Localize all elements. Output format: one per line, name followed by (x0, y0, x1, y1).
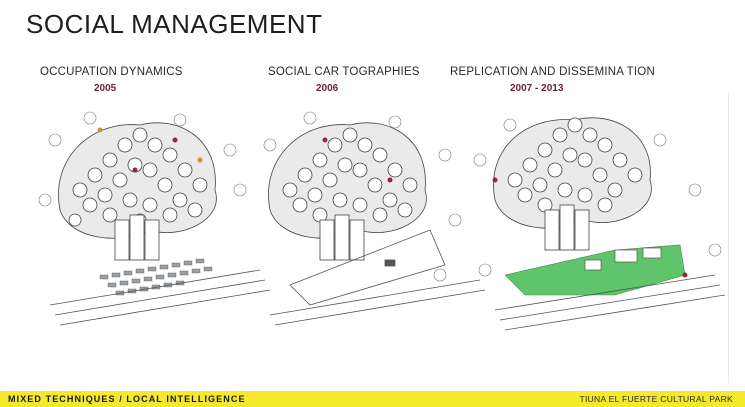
panel-title-occupation: OCCUPATION DYNAMICS (40, 66, 183, 78)
right-edge-separator (728, 93, 729, 383)
panel-title-cartographies: SOCIAL CAR TOGRAPHIES (268, 66, 420, 78)
illustration-occupation (30, 100, 280, 350)
parking-cars (100, 259, 212, 295)
panel-title-replication: REPLICATION AND DISSEMINA TION (450, 66, 655, 78)
towers (115, 215, 159, 260)
cultural-park (505, 245, 685, 295)
panel-year-2005: 2005 (94, 83, 116, 94)
page-title: SOCIAL MANAGEMENT (26, 9, 322, 40)
towers (320, 215, 364, 260)
empty-lot (290, 230, 445, 305)
highway (270, 280, 485, 325)
footer-bar: MIXED TECHNIQUES / LOCAL INTELLIGENCE TI… (0, 391, 745, 407)
footer-left-label: MIXED TECHNIQUES / LOCAL INTELLIGENCE (8, 394, 246, 404)
panel-year-2006: 2006 (316, 83, 338, 94)
towers (545, 205, 589, 250)
footer-right-label: TIUNA EL FUERTE CULTURAL PARK (579, 394, 733, 404)
panel-year-2007-2013: 2007 - 2013 (510, 83, 563, 94)
illustration-replication (465, 100, 735, 350)
illustration-cartographies (250, 100, 500, 350)
